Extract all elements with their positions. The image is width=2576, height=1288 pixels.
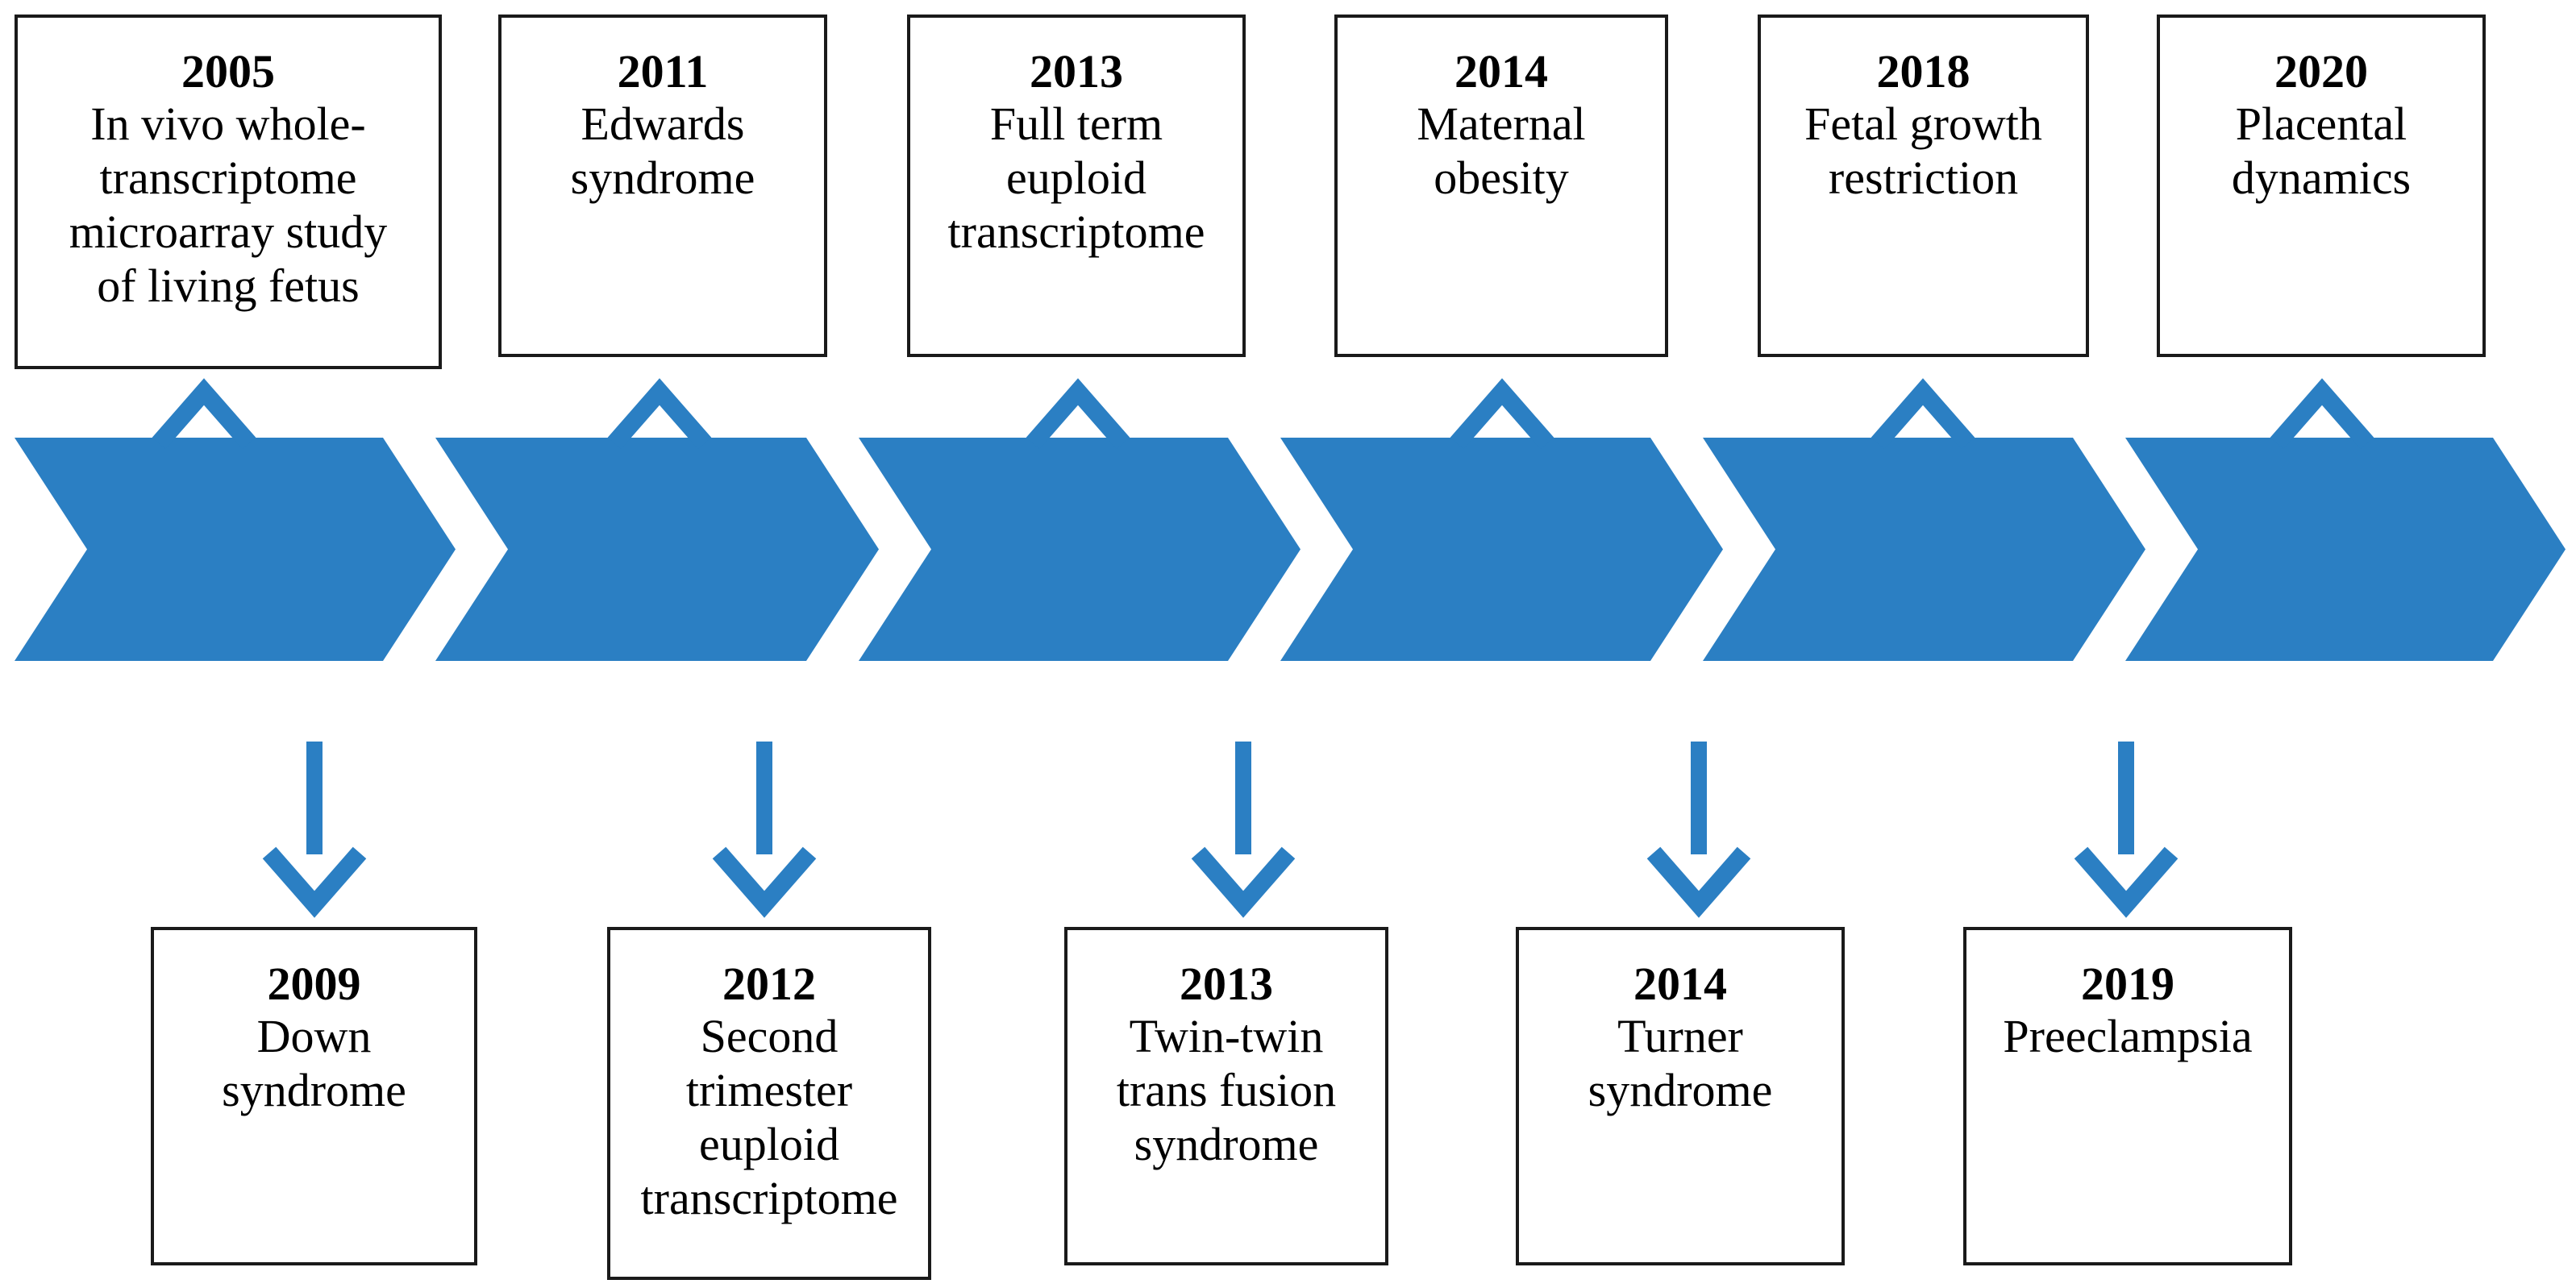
event-description: Turner syndrome <box>1588 1010 1773 1116</box>
event-box-2018: 2018 Fetal growth restriction <box>1758 15 2089 357</box>
event-year: 2018 <box>1876 45 1970 98</box>
event-year: 2019 <box>2081 958 2174 1010</box>
up-arrow-icon <box>1026 378 1130 564</box>
event-box-2009: 2009 Down syndrome <box>151 927 477 1265</box>
down-arrow-icon <box>1191 742 1296 918</box>
down-arrow-icon <box>2074 742 2179 918</box>
event-year: 2020 <box>2274 45 2368 98</box>
event-year: 2013 <box>1180 958 1273 1010</box>
event-description: Twin-twin trans fusion syndrome <box>1116 1010 1337 1170</box>
event-description: Edwards syndrome <box>570 98 755 204</box>
event-description: In vivo whole- transcriptome microarray … <box>69 98 388 312</box>
event-description: Preeclampsia <box>2003 1010 2253 1062</box>
event-box-2019: 2019 Preeclampsia <box>1963 927 2292 1265</box>
up-arrow-icon <box>1450 378 1554 564</box>
down-arrow-icon <box>1646 742 1751 918</box>
chevron-segment <box>2125 438 2566 661</box>
chevron-segment <box>15 438 456 661</box>
up-arrow-icon <box>1871 378 1975 564</box>
up-arrow-icon <box>2270 378 2374 564</box>
event-description: Placental dynamics <box>2231 98 2412 204</box>
event-box-2014-bottom: 2014 Turner syndrome <box>1516 927 1845 1265</box>
event-year: 2012 <box>722 958 816 1010</box>
event-description: Fetal growth restriction <box>1804 98 2042 204</box>
event-description: Down syndrome <box>222 1010 406 1116</box>
event-box-2012: 2012 Second trimester euploid transcript… <box>607 927 931 1280</box>
up-arrow-icon <box>607 378 712 564</box>
event-year: 2005 <box>181 45 275 98</box>
event-year: 2009 <box>267 958 361 1010</box>
event-box-2013-bottom: 2013 Twin-twin trans fusion syndrome <box>1064 927 1388 1265</box>
event-description: Second trimester euploid transcriptome <box>640 1010 898 1224</box>
event-year: 2013 <box>1030 45 1123 98</box>
event-box-2013-top: 2013 Full term euploid transcriptome <box>907 15 1246 357</box>
event-year: 2014 <box>1633 958 1727 1010</box>
event-year: 2014 <box>1454 45 1548 98</box>
event-box-2005: 2005 In vivo whole- transcriptome microa… <box>15 15 442 369</box>
event-box-2011: 2011 Edwards syndrome <box>498 15 827 357</box>
event-year: 2011 <box>617 45 709 98</box>
event-box-2014-top: 2014 Maternal obesity <box>1334 15 1668 357</box>
up-arrow-icon <box>152 378 256 564</box>
down-arrow-icon <box>712 742 817 918</box>
event-description: Maternal obesity <box>1417 98 1586 204</box>
event-description: Full term euploid transcriptome <box>947 98 1205 258</box>
down-arrow-icon <box>262 742 367 918</box>
event-box-2020: 2020 Placental dynamics <box>2157 15 2486 357</box>
